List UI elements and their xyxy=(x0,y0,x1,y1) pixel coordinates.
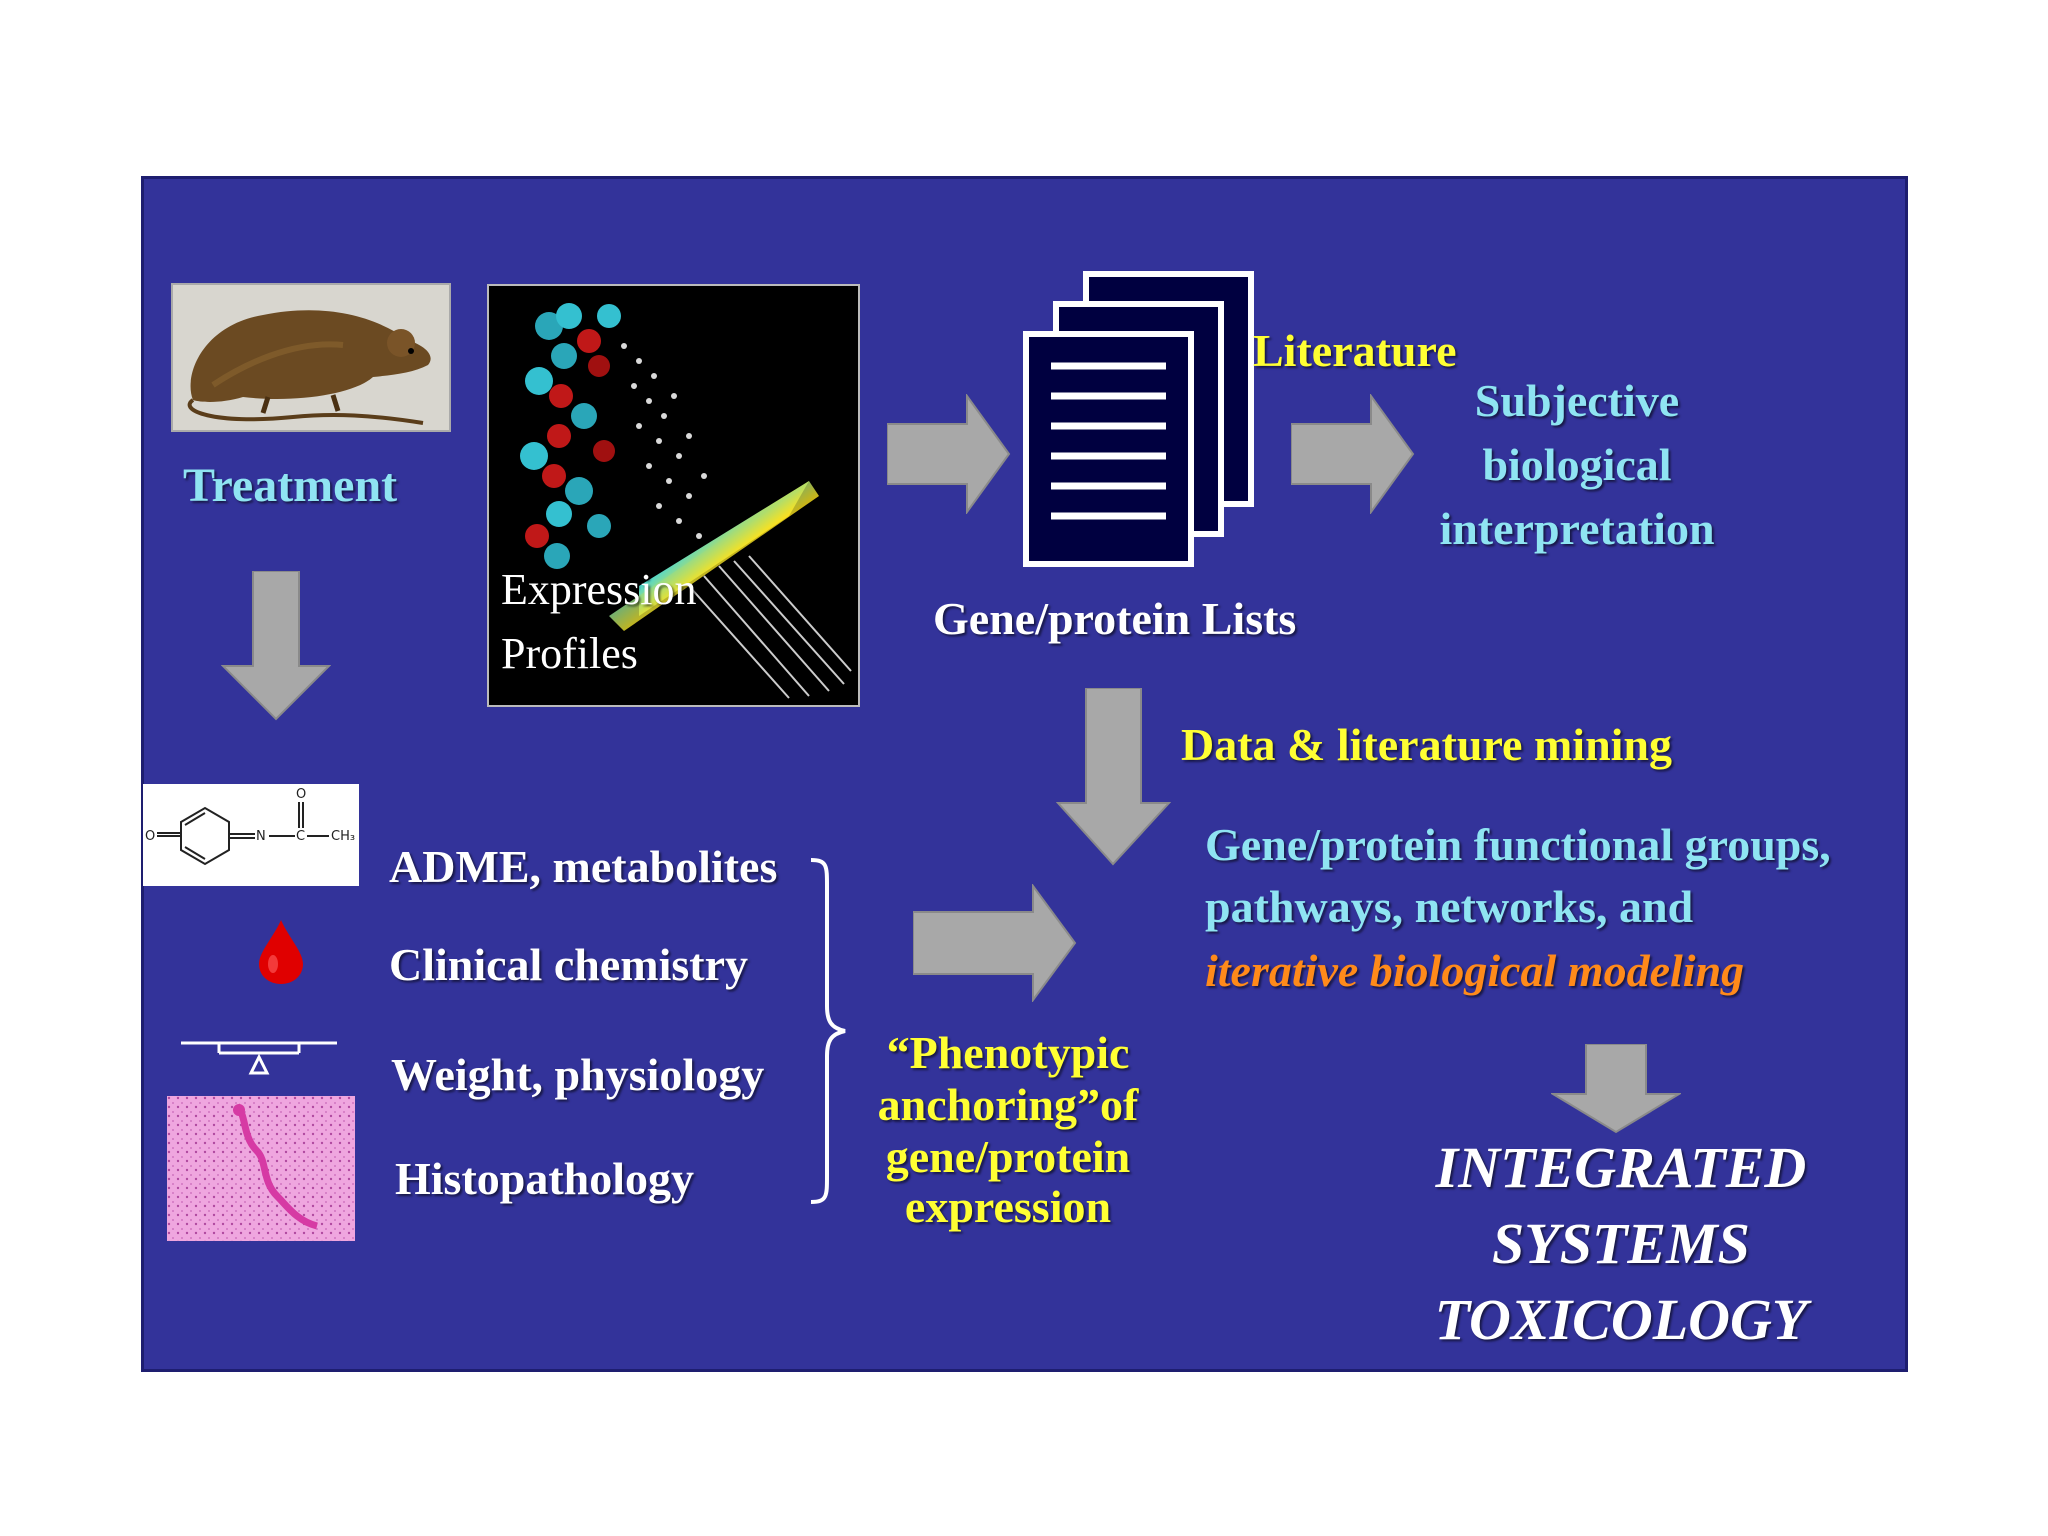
atom-c: C xyxy=(296,829,305,844)
arrow-down-to-final-icon xyxy=(1551,1044,1681,1134)
arrow-down-treatment-icon xyxy=(221,571,331,721)
data-mining-label: Data & literature mining xyxy=(1181,719,1673,770)
phenotypic-line4: expression xyxy=(904,1181,1112,1232)
treatment-label: Treatment xyxy=(183,459,398,512)
arrow-right-to-subjective-icon xyxy=(1291,394,1415,514)
slide-panel: Treatment xyxy=(141,176,1908,1372)
brace-icon xyxy=(810,858,846,1204)
final-line1: INTEGRATED xyxy=(1435,1135,1807,1200)
atom-ch3: CH₃ xyxy=(331,829,355,844)
gene-protein-lists-label: Gene/protein Lists xyxy=(933,593,1297,644)
histopathology-label: Histopathology xyxy=(395,1153,695,1204)
document-stack-icon xyxy=(1023,271,1254,567)
functional-line1: Gene/protein functional groups, xyxy=(1205,819,1831,870)
subjective-line1: Subjective xyxy=(1474,375,1680,426)
subjective-line2: biological xyxy=(1482,439,1672,490)
final-line3: TOXICOLOGY xyxy=(1434,1287,1808,1352)
functional-line3: iterative biological modeling xyxy=(1205,945,1745,996)
atom-o-left: O xyxy=(145,829,155,844)
expression-label-line1: Expression xyxy=(501,565,697,614)
dna-expression-image: Expression Profiles xyxy=(487,284,860,707)
expression-label-line2: Profiles xyxy=(501,629,638,678)
adme-label: ADME, metabolites xyxy=(389,841,778,892)
molecule-image: O N C O CH₃ xyxy=(143,784,359,886)
clinical-chemistry-label: Clinical chemistry xyxy=(389,939,748,990)
functional-line2: pathways, networks, and xyxy=(1205,881,1694,932)
arrow-right-to-lists-icon xyxy=(887,394,1011,514)
phenotypic-line1: “Phenotypic xyxy=(886,1027,1130,1078)
arrow-down-from-lists-icon xyxy=(1056,688,1171,866)
literature-label: Literature xyxy=(1253,325,1457,376)
weight-physiology-label: Weight, physiology xyxy=(391,1049,765,1100)
subjective-line3: interpretation xyxy=(1439,503,1715,554)
balance-scale-icon xyxy=(181,1041,337,1075)
phenotypic-line3: gene/protein xyxy=(885,1131,1131,1182)
arrow-right-to-modeling-icon xyxy=(913,884,1077,1002)
atom-n: N xyxy=(256,829,266,844)
atom-o-top: O xyxy=(296,787,306,802)
final-line2: SYSTEMS xyxy=(1492,1211,1750,1276)
rat-image xyxy=(171,283,451,432)
histology-image xyxy=(167,1096,355,1241)
phenotypic-line2: anchoring”of xyxy=(877,1079,1139,1130)
blood-drop-icon xyxy=(259,920,303,984)
